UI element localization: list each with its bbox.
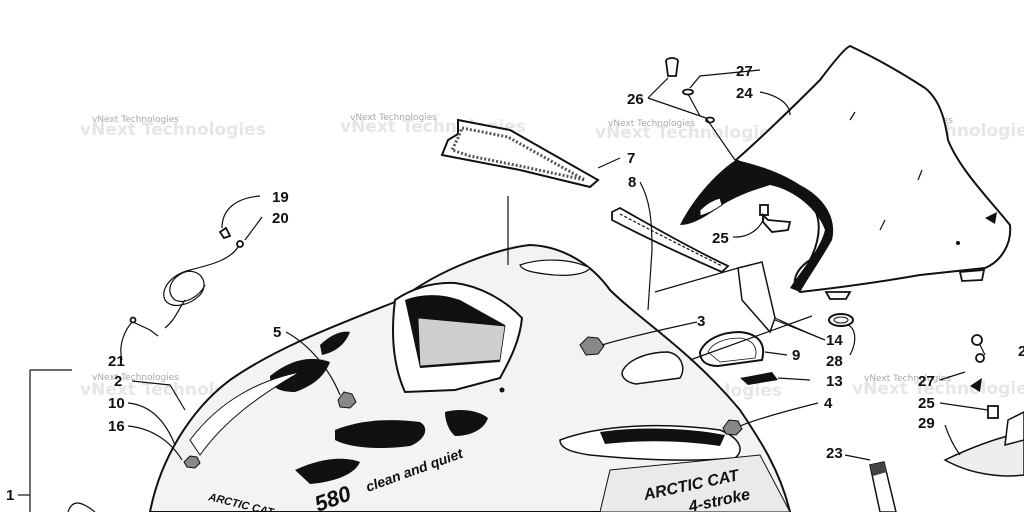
hood-body xyxy=(148,243,792,512)
callout-16: 16 xyxy=(108,418,125,435)
watermark-8: vNext Technologies xyxy=(864,374,951,384)
callout-5: 5 xyxy=(273,324,281,341)
callout-2: 2 xyxy=(114,373,122,390)
callout-10: 10 xyxy=(108,395,125,412)
callout-26: 26 xyxy=(627,91,644,108)
callout-23: 23 xyxy=(826,445,843,462)
watermark-bg-3: vNext Technologies xyxy=(595,123,781,143)
watermark-1: vNext Technologies xyxy=(92,115,179,125)
callout-25-left: 25 xyxy=(712,230,729,247)
watermark-5: vNext Technologies xyxy=(92,373,179,383)
watermark-3: vNext Technologies xyxy=(608,119,695,129)
fastener-set-left xyxy=(665,57,792,233)
callout-1: 1 xyxy=(6,487,14,504)
strap-part xyxy=(869,461,897,512)
small-parts xyxy=(621,261,854,385)
callout-9: 9 xyxy=(792,347,800,364)
callout-28: 28 xyxy=(826,353,843,370)
mat-part xyxy=(440,118,600,189)
callout-21: 21 xyxy=(108,353,125,370)
callout-27-right: 27 xyxy=(918,373,935,390)
callout-29: 29 xyxy=(918,415,935,432)
tether-part xyxy=(129,226,244,337)
grommet-group xyxy=(183,336,743,469)
callout-3: 3 xyxy=(697,313,705,330)
callout-2-right: 2 xyxy=(1018,343,1024,360)
windshield-part xyxy=(680,44,1012,300)
fastener-set-right xyxy=(943,334,1024,477)
callout-27-left: 27 xyxy=(736,63,753,80)
watermark-bg-1: vNext Technologies xyxy=(80,120,266,140)
callout-20: 20 xyxy=(272,210,289,227)
callout-14: 14 xyxy=(826,332,843,349)
callout-24: 24 xyxy=(736,85,753,102)
callout-13: 13 xyxy=(826,373,843,390)
watermark-2: vNext Technologies xyxy=(350,113,437,123)
trim-strip-part xyxy=(611,206,730,274)
callout-7: 7 xyxy=(627,150,635,167)
callout-25-right: 25 xyxy=(918,395,935,412)
callout-labels: 1 2 3 4 5 7 8 9 10 13 14 16 19 20 21 23 … xyxy=(6,63,1024,504)
callout-19: 19 xyxy=(272,189,289,206)
callout-8: 8 xyxy=(628,174,636,191)
leader-lines xyxy=(18,69,989,512)
callout-4: 4 xyxy=(824,395,833,412)
